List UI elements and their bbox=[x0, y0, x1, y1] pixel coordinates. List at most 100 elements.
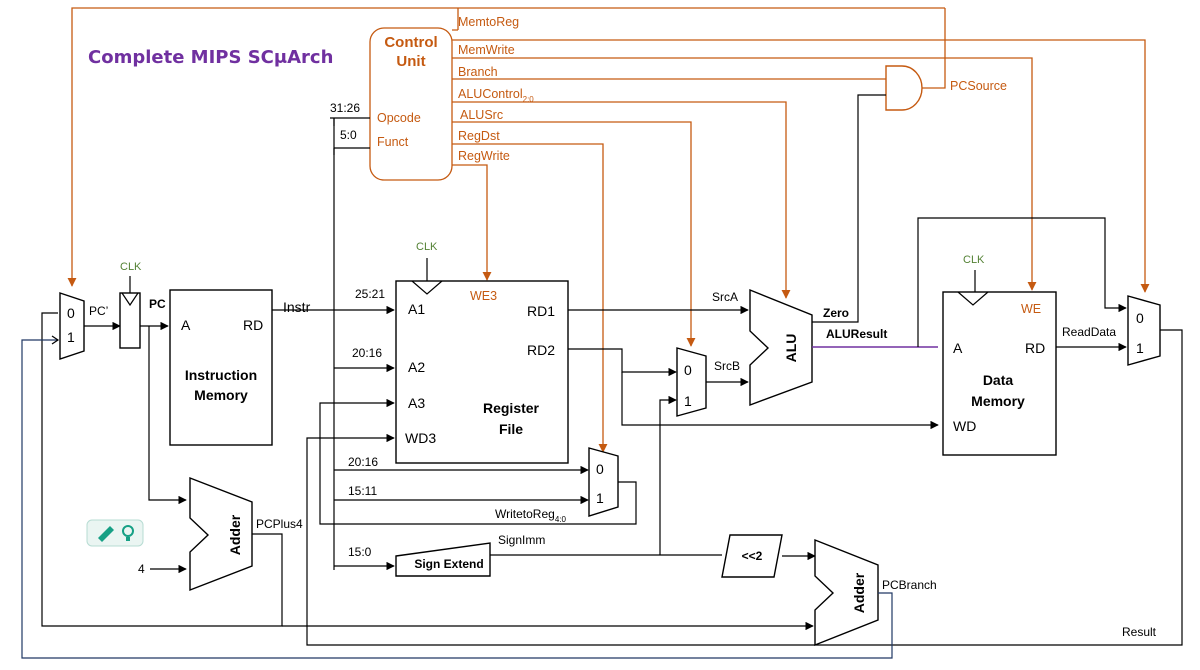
signimm-label: SignImm bbox=[498, 533, 545, 547]
wr-mux-in1: 1 bbox=[596, 490, 604, 506]
lightbulb-icon bbox=[122, 525, 134, 537]
aluresult-bypass-wire bbox=[917, 217, 1127, 347]
pc-register bbox=[119, 292, 141, 349]
writetoreg-text: WritetoReg bbox=[495, 507, 555, 521]
alucontrol-bits: 2:0 bbox=[523, 95, 535, 104]
edit-tools-badge[interactable] bbox=[86, 519, 144, 547]
pcbranch-arrowhead bbox=[51, 335, 60, 345]
result-mux: 0 1 bbox=[1127, 295, 1161, 366]
zero-label: Zero bbox=[823, 306, 849, 320]
control-unit-title-2: Unit bbox=[396, 53, 425, 70]
rf-rd2: RD2 bbox=[527, 342, 555, 358]
alusrc-label: ALUSrc bbox=[460, 108, 503, 122]
srca-label: SrcA bbox=[712, 290, 738, 304]
pc-mux-in1: 1 bbox=[67, 329, 75, 345]
memtoreg-label: MemtoReg bbox=[458, 15, 519, 29]
dmem-port-a: A bbox=[953, 340, 963, 356]
res-mux-body bbox=[1127, 295, 1161, 366]
field-rt-label: 20:16 bbox=[352, 346, 382, 360]
control-unit-title-1: Control bbox=[384, 34, 437, 51]
shift-left-label: <<2 bbox=[742, 549, 763, 563]
register-file: A1 A2 A3 WD3 WE3 RD1 RD2 Register File bbox=[395, 280, 569, 464]
instruction-memory: A RD Instruction Memory bbox=[169, 289, 273, 446]
dmem-box bbox=[942, 291, 1057, 456]
writetoreg-wire bbox=[319, 398, 637, 525]
pcsource-wire bbox=[922, 8, 946, 89]
control-wires bbox=[72, 7, 1150, 453]
shift-left-block bbox=[721, 534, 783, 578]
lightbulb-base bbox=[126, 537, 130, 541]
pencil-icon bbox=[98, 526, 114, 542]
imem-title-2: Memory bbox=[194, 387, 248, 403]
res-mux-in1: 1 bbox=[1136, 340, 1144, 356]
rf-title-2: File bbox=[499, 421, 523, 437]
dmem-port-wd: WD bbox=[953, 418, 976, 434]
data-memory: WE A RD WD Data Memory bbox=[942, 291, 1057, 456]
write-reg-mux: 0 1 bbox=[588, 447, 619, 517]
result-label: Result bbox=[1122, 625, 1157, 639]
imem-box bbox=[169, 289, 273, 446]
aluresult-label: ALUResult bbox=[826, 327, 887, 341]
pcplus4-label: PCPlus4 bbox=[256, 517, 303, 531]
const-four-label: 4 bbox=[138, 562, 145, 576]
alucontrol-text: ALUControl bbox=[458, 87, 523, 101]
branch-wire bbox=[452, 57, 1037, 291]
rf-title-1: Register bbox=[483, 400, 540, 416]
rf-clk-label: CLK bbox=[416, 241, 438, 253]
src-mux-in1: 1 bbox=[684, 393, 692, 409]
field-rt2-label: 20:16 bbox=[348, 455, 378, 469]
dmem-clk-triangle bbox=[957, 291, 989, 306]
pc-adder-label: Adder bbox=[227, 514, 243, 555]
src-mux-in0: 0 bbox=[684, 362, 692, 378]
imem-port-rd: RD bbox=[243, 317, 263, 333]
srcb-label: SrcB bbox=[714, 359, 740, 373]
alu-src-mux: 0 1 bbox=[676, 347, 707, 417]
funct-port-label: Funct bbox=[377, 135, 409, 149]
field-opcode-label: 31:26 bbox=[330, 101, 360, 115]
field-rd-label: 15:11 bbox=[348, 484, 377, 498]
wr-mux-in0: 0 bbox=[596, 461, 604, 477]
branch-adder-label: Adder bbox=[851, 572, 867, 613]
pcplus4-to-pcmux-wire bbox=[41, 312, 283, 627]
dmem-port-rd: RD bbox=[1025, 340, 1045, 356]
pc-next-label: PC’ bbox=[89, 304, 108, 318]
alusrc-wire bbox=[452, 121, 696, 347]
dmem-clk-label: CLK bbox=[963, 254, 985, 266]
pc-adder-block bbox=[189, 476, 253, 592]
control-unit-box bbox=[369, 27, 453, 181]
branch-label: Branch bbox=[458, 65, 498, 79]
dmem-title-2: Memory bbox=[971, 393, 1025, 409]
regwrite-wire bbox=[452, 164, 492, 281]
pc-clk-label: CLK bbox=[120, 261, 142, 273]
alu-label: ALU bbox=[783, 334, 799, 363]
writetoreg-bits: 4:0 bbox=[555, 515, 567, 524]
memwrite-label: MemWrite bbox=[458, 43, 515, 57]
memwrite-wire bbox=[452, 39, 1150, 293]
regdst-label: RegDst bbox=[458, 129, 500, 143]
pc-mux-body bbox=[59, 292, 85, 360]
rd2-to-wd-wire bbox=[621, 372, 939, 430]
pcbranch-to-pcmux-wire bbox=[21, 339, 893, 659]
sign-extend-label: Sign Extend bbox=[414, 557, 483, 571]
pcbranch-label: PCBranch bbox=[882, 578, 937, 592]
signimm-to-mux-wire bbox=[659, 395, 677, 555]
rf-we3: WE3 bbox=[470, 289, 497, 303]
rf-clk-triangle bbox=[411, 280, 443, 295]
readdata-label: ReadData bbox=[1062, 325, 1116, 339]
alucontrol-wire bbox=[452, 101, 791, 299]
writetoreg-label: WritetoReg4:0 bbox=[495, 507, 566, 524]
rf-box bbox=[395, 280, 569, 464]
pc-to-adder-wire bbox=[148, 326, 187, 505]
diagram-title: Complete MIPS SCμArch bbox=[88, 47, 333, 68]
field-rs-label: 25:21 bbox=[355, 287, 385, 301]
branch-adder-block bbox=[814, 538, 879, 647]
and-gate bbox=[885, 65, 923, 111]
imem-port-a: A bbox=[181, 317, 191, 333]
instr-label: Instr bbox=[283, 299, 311, 315]
rf-a2: A2 bbox=[408, 359, 425, 375]
control-unit: Control Unit Opcode Funct bbox=[369, 27, 453, 181]
field-funct-label: 5:0 bbox=[340, 128, 357, 142]
rf-a3: A3 bbox=[408, 395, 425, 411]
rf-wd3: WD3 bbox=[405, 430, 436, 446]
